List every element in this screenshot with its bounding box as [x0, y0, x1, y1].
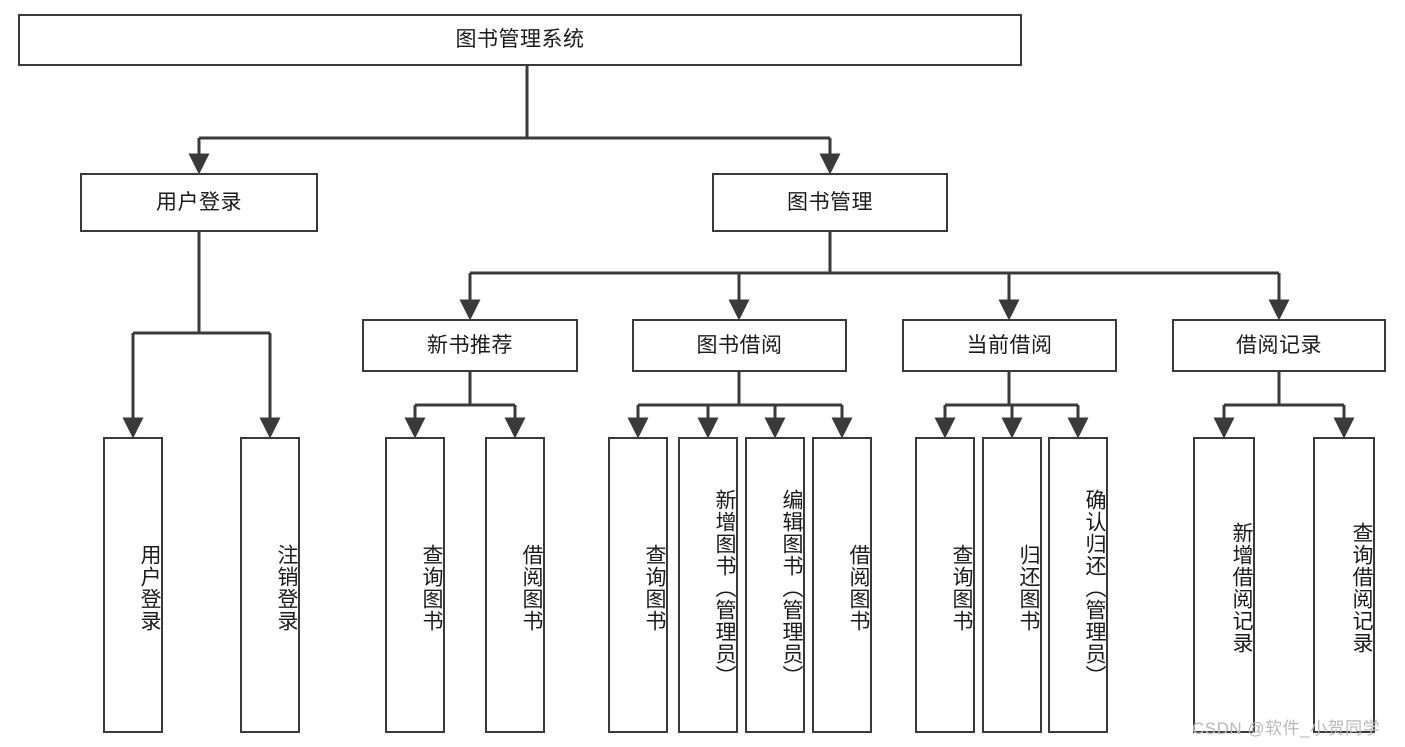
- node-leaf-confirm-return-label: 确认归还（管理员）: [1083, 489, 1106, 687]
- node-leaf-add-book-label: 新增图书（管理员）: [713, 489, 736, 687]
- node-leaf-user-logout-label: 注销登录: [275, 544, 298, 632]
- node-leaf-add-record-label: 新增借阅记录: [1230, 522, 1253, 654]
- node-leaf-borrow-book-2-label: 借阅图书: [847, 544, 870, 632]
- node-leaf-return-book[interactable]: 归还图书: [982, 437, 1042, 733]
- node-root-label: 图书管理系统: [455, 28, 585, 52]
- node-book-borrow[interactable]: 图书借阅: [632, 319, 847, 372]
- node-leaf-query-book-1-label: 查询图书: [420, 544, 443, 632]
- node-leaf-query-book-2-label: 查询图书: [643, 544, 666, 632]
- connector-lines: [122, 66, 1355, 439]
- node-new-book-recommend-label: 新书推荐: [427, 333, 513, 357]
- node-user-login-label: 用户登录: [156, 190, 242, 214]
- node-leaf-query-book-3[interactable]: 查询图书: [915, 437, 975, 733]
- node-current-borrow-label: 当前借阅: [966, 333, 1053, 357]
- node-book-borrow-label: 图书借阅: [696, 333, 783, 357]
- node-leaf-borrow-book-1-label: 借阅图书: [520, 544, 543, 632]
- node-leaf-add-book[interactable]: 新增图书（管理员）: [678, 437, 738, 733]
- node-leaf-borrow-book-2[interactable]: 借阅图书: [812, 437, 872, 733]
- node-leaf-user-login[interactable]: 用户登录: [103, 437, 163, 733]
- node-leaf-query-book-2[interactable]: 查询图书: [608, 437, 668, 733]
- node-leaf-edit-book-label: 编辑图书（管理员）: [780, 489, 803, 687]
- node-leaf-confirm-return[interactable]: 确认归还（管理员）: [1048, 437, 1108, 733]
- node-new-book-recommend[interactable]: 新书推荐: [362, 319, 578, 372]
- node-book-manage-label: 图书管理: [787, 190, 873, 214]
- node-leaf-query-book-3-label: 查询图书: [950, 544, 973, 632]
- node-leaf-edit-book[interactable]: 编辑图书（管理员）: [745, 437, 805, 733]
- watermark: CSDN @软件_小贺同学: [1192, 719, 1381, 738]
- node-leaf-query-record-label: 查询借阅记录: [1350, 522, 1373, 654]
- node-leaf-query-record[interactable]: 查询借阅记录: [1313, 437, 1375, 733]
- node-user-login[interactable]: 用户登录: [80, 173, 318, 232]
- node-leaf-return-book-label: 归还图书: [1017, 544, 1040, 632]
- node-leaf-user-logout[interactable]: 注销登录: [240, 437, 300, 733]
- node-root[interactable]: 图书管理系统: [18, 14, 1022, 66]
- node-borrow-record[interactable]: 借阅记录: [1172, 319, 1386, 372]
- node-leaf-add-record[interactable]: 新增借阅记录: [1193, 437, 1255, 733]
- node-leaf-borrow-book-1[interactable]: 借阅图书: [485, 437, 545, 733]
- node-borrow-record-label: 借阅记录: [1236, 333, 1322, 357]
- node-leaf-user-login-label: 用户登录: [138, 544, 161, 632]
- node-current-borrow[interactable]: 当前借阅: [902, 319, 1117, 372]
- node-leaf-query-book-1[interactable]: 查询图书: [385, 437, 445, 733]
- node-book-manage[interactable]: 图书管理: [712, 173, 948, 232]
